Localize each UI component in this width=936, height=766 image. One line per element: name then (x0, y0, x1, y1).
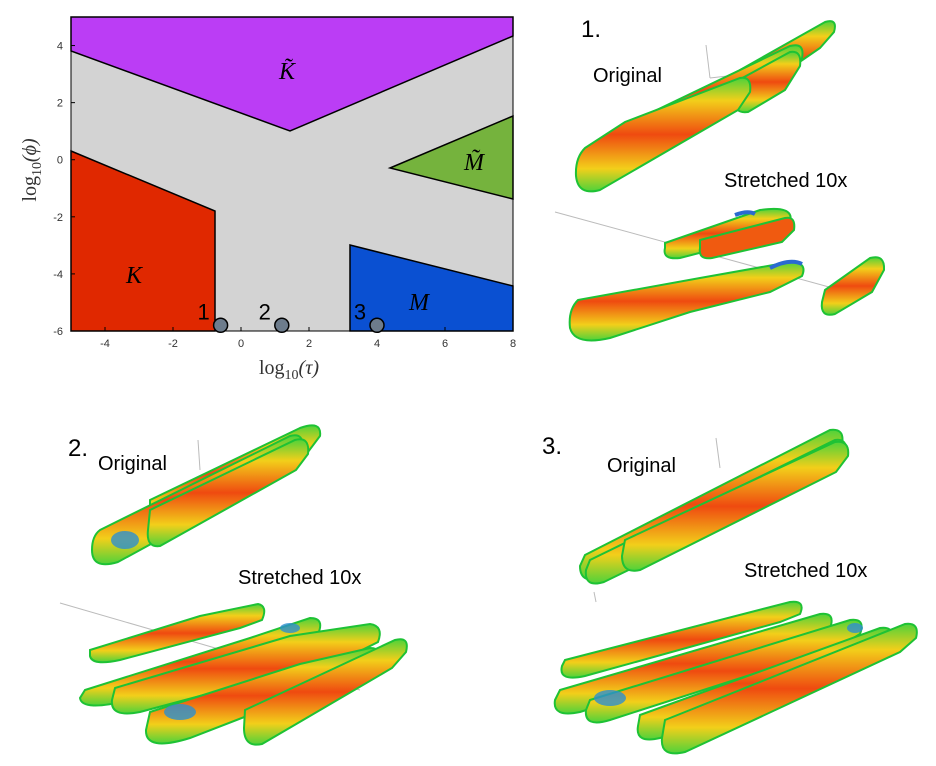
panel-2-original-label: Original (98, 453, 167, 475)
panel-2-number: 2. (68, 435, 88, 462)
panel-2-original-render (90, 424, 322, 566)
panel-3: 3. Original Stretched 10x (542, 428, 918, 755)
data-point-3 (369, 317, 385, 334)
x-tick-label: 8 (510, 338, 516, 350)
y-tick-label: 2 (57, 98, 63, 110)
slab (620, 440, 850, 572)
slab (242, 638, 408, 746)
phase-diagram: K̃ M̃ K M -4 -2 0 2 4 6 8 -6 -4 -2 0 2 4 1 2 3 log10(… (19, 16, 516, 383)
region-label-m: M (408, 290, 431, 316)
panel-3-stretched-render (553, 600, 918, 755)
y-tick-label: 0 (57, 155, 63, 167)
slab-highlight (111, 531, 139, 549)
panel-3-original-label: Original (607, 455, 676, 477)
panel-3-axis-line (593, 591, 597, 603)
data-point-label: 2 (259, 299, 271, 324)
panel-1-original-render (574, 20, 836, 193)
slab (734, 210, 756, 217)
x-tick-label: 6 (442, 338, 448, 350)
slab (89, 602, 266, 664)
slab-highlight (280, 623, 300, 633)
x-ticks: -4 -2 0 2 4 6 8 (100, 327, 516, 350)
x-tick-label: 2 (306, 338, 312, 350)
panel-2-axis-line (197, 439, 201, 471)
panel-2: 2. Original Stretched 10x (59, 424, 408, 746)
region-label-k: K (125, 263, 144, 289)
slab (660, 622, 918, 755)
y-tick-label: -2 (53, 212, 63, 224)
slab (560, 600, 803, 679)
panel-2-stretched-label: Stretched 10x (238, 567, 361, 589)
slab (146, 438, 310, 548)
panel-1-stretched-render (568, 207, 886, 342)
panel-1-number: 1. (581, 16, 601, 43)
panel-3-axis-line (715, 437, 721, 469)
data-point-2 (274, 317, 290, 334)
region-label-m-tilde: M̃ (463, 149, 486, 176)
y-ticks: -6 -4 -2 0 2 4 (53, 41, 75, 338)
panel-3-stretched-label: Stretched 10x (744, 560, 867, 582)
plot-frame (70, 16, 514, 332)
data-point-label: 3 (354, 299, 366, 324)
x-tick-label: 4 (374, 338, 380, 350)
slab (820, 256, 886, 316)
panel-1: 1. Original Stretched 10x (554, 16, 886, 342)
y-tick-label: 4 (57, 41, 63, 53)
panel-1-axis-line (705, 44, 711, 79)
region-label-k-tilde: K̃ (278, 58, 297, 85)
slab (574, 76, 752, 193)
x-tick-label: 0 (238, 338, 244, 350)
slab (698, 216, 796, 260)
data-points: 1 2 3 (197, 299, 385, 334)
panel-3-original-render (578, 428, 850, 585)
slab (769, 259, 803, 270)
data-point-label: 1 (197, 299, 209, 324)
slab-highlight (847, 623, 863, 633)
slab-highlight (164, 704, 196, 720)
x-axis-label: log10(τ) (259, 357, 319, 383)
panel-2-stretched-render (78, 602, 408, 746)
x-tick-label: -2 (168, 338, 178, 350)
y-tick-label: -4 (53, 269, 63, 281)
panel-3-number: 3. (542, 433, 562, 460)
slab-highlight (594, 690, 626, 706)
slab (568, 260, 805, 342)
y-axis-label: log10(ϕ) (19, 138, 45, 202)
data-point-1 (212, 317, 229, 334)
y-tick-label: -6 (53, 326, 63, 338)
panel-1-original-label: Original (593, 65, 662, 87)
panel-1-stretched-label: Stretched 10x (724, 170, 847, 192)
x-tick-label: -4 (100, 338, 110, 350)
